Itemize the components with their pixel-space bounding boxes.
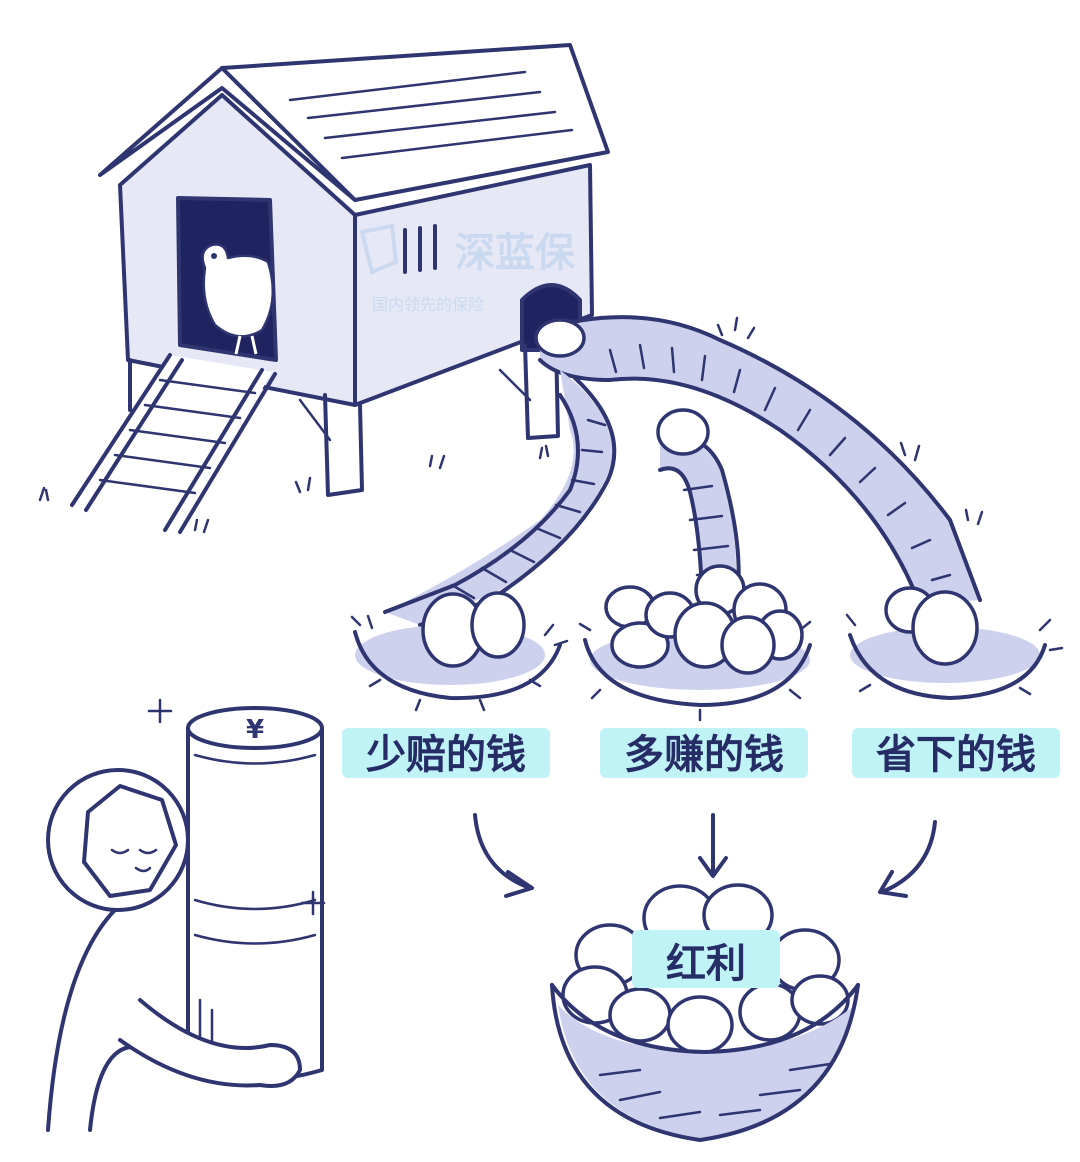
sparkle-icon (300, 890, 326, 916)
ladder (70, 353, 277, 534)
label-less-claims-text: 少赔的钱 (366, 732, 526, 778)
arrow-right-head (878, 870, 908, 898)
nest-left (350, 591, 569, 712)
rolling-egg (656, 408, 710, 456)
arrow-left-head (504, 870, 534, 898)
egg-chutes (383, 315, 982, 627)
watermark-brand: 深蓝保 (455, 230, 576, 276)
label-saved: 省下的钱 (852, 728, 1060, 778)
label-more-earned: 多赚的钱 (600, 728, 808, 778)
coin-symbol: ¥ (246, 715, 264, 745)
dividend-basket: 红利 (550, 883, 860, 1142)
sparkle-icon (147, 698, 173, 724)
watermark-tagline: 国内领先的保险 (372, 295, 484, 314)
character-hugging-coins: ¥ (46, 698, 326, 1132)
chicken-coop (98, 43, 610, 497)
label-dividend-text: 红利 (666, 941, 746, 987)
label-less-claims: 少赔的钱 (342, 728, 550, 778)
arrows (473, 813, 937, 898)
grass (38, 316, 984, 534)
label-saved-text: 省下的钱 (876, 732, 1036, 778)
arrow-middle-head (698, 856, 728, 878)
nest-middle (578, 564, 812, 722)
nest-right (845, 586, 1064, 700)
label-more-earned-text: 多赚的钱 (624, 732, 784, 778)
hen (201, 243, 274, 355)
watermark: 深蓝保 国内领先的保险 (359, 223, 576, 314)
